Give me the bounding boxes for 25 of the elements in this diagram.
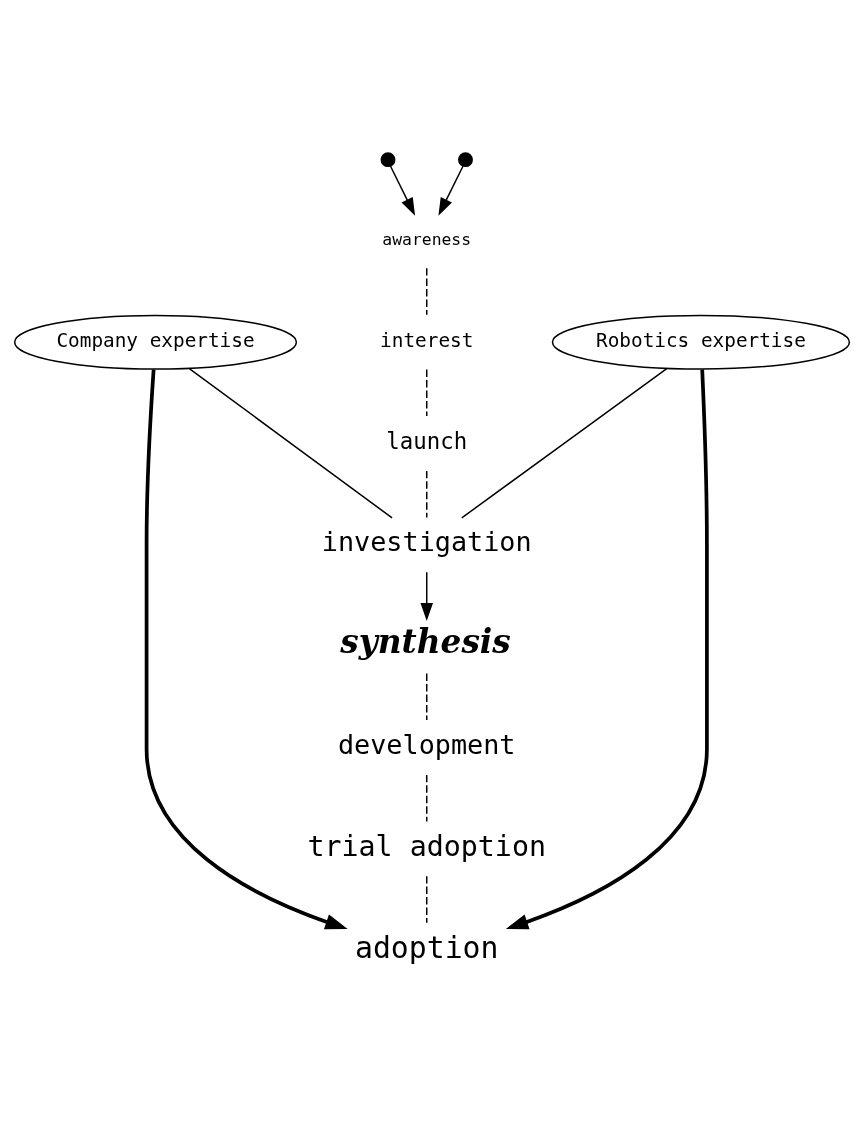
node-text: interest [380,328,474,352]
connector [426,266,428,315]
node-text: awareness [382,229,472,249]
node-circle [458,151,473,167]
arrow [438,165,464,216]
node-text: trial adoption [307,829,546,863]
connector [461,367,668,519]
node-text: launch [386,427,468,454]
connector [426,672,428,721]
node-text: development [337,728,516,760]
node-circle [380,151,396,167]
arrow [144,368,348,929]
node-ellipse: Robotics expertise [551,314,851,370]
connector [426,469,428,518]
connector [426,773,428,822]
node-text: synthesis [340,621,511,661]
arrow [505,368,709,929]
connector [426,368,428,417]
arrow [389,165,416,216]
node-text: investigation [321,525,532,557]
connector [426,874,428,923]
arrow [420,570,433,621]
node-text: adoption [354,929,499,965]
node-ellipse: Company expertise [13,314,298,370]
connector [188,367,393,519]
